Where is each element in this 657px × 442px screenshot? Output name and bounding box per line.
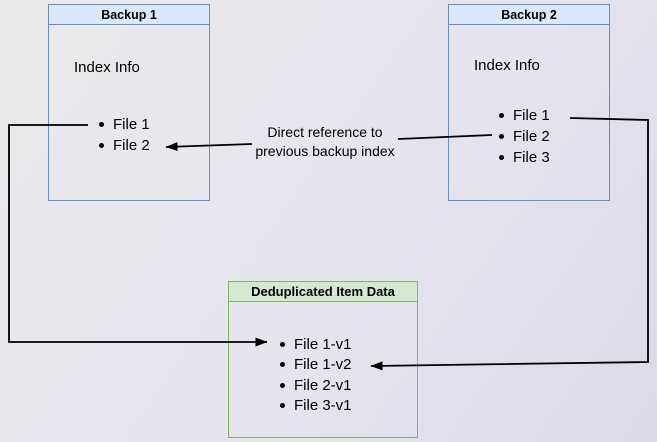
bullet-dot-icon <box>99 122 104 127</box>
file-label: File 1-v2 <box>294 356 352 374</box>
bullet-dot-icon <box>99 143 104 148</box>
backup1-file-list: File 1 File 2 <box>49 114 209 156</box>
file-label: File 2 <box>513 128 550 145</box>
file-label: File 2 <box>113 137 150 154</box>
file-label: File 2-v1 <box>294 376 352 394</box>
dedup-title: Deduplicated Item Data <box>229 282 417 302</box>
file-label: File 3-v1 <box>294 397 352 415</box>
annotation-line2: previous backup index <box>255 143 395 159</box>
bullet-dot-icon <box>280 403 285 409</box>
dedup-node: Deduplicated Item Data File 1-v1 File 1-… <box>228 281 418 438</box>
backup1-node: Backup 1 Index Info File 1 File 2 <box>48 4 210 201</box>
list-item: File 1-v2 <box>229 355 417 376</box>
backup2-subtitle: Index Info <box>474 57 540 74</box>
list-item: File 2-v1 <box>229 375 417 396</box>
list-item: File 1 <box>49 114 209 135</box>
backup1-title: Backup 1 <box>49 5 209 25</box>
bullet-dot-icon <box>280 382 285 388</box>
annotation-line1: Direct reference to <box>267 124 383 140</box>
file-label: File 1 <box>113 116 150 133</box>
backup2-node: Backup 2 Index Info File 1 File 2 File 3 <box>448 4 610 201</box>
file-label: File 3 <box>513 149 550 166</box>
direct-reference-annotation: Direct reference to previous backup inde… <box>214 123 436 161</box>
list-item: File 3-v1 <box>229 396 417 417</box>
bullet-dot-icon <box>499 113 504 118</box>
backup2-title: Backup 2 <box>449 5 609 25</box>
list-item: File 2 <box>449 126 609 147</box>
bullet-dot-icon <box>280 341 285 347</box>
file-label: File 1-v1 <box>294 335 352 353</box>
bullet-dot-icon <box>499 134 504 139</box>
dedup-file-list: File 1-v1 File 1-v2 File 2-v1 File 3-v1 <box>229 334 417 416</box>
file-label: File 1 <box>513 107 550 124</box>
list-item: File 2 <box>49 135 209 156</box>
bullet-dot-icon <box>280 362 285 368</box>
list-item: File 3 <box>449 147 609 168</box>
list-item: File 1 <box>449 105 609 126</box>
backup1-subtitle: Index Info <box>74 59 140 76</box>
bullet-dot-icon <box>499 155 504 160</box>
list-item: File 1-v1 <box>229 334 417 355</box>
backup2-file-list: File 1 File 2 File 3 <box>449 105 609 168</box>
